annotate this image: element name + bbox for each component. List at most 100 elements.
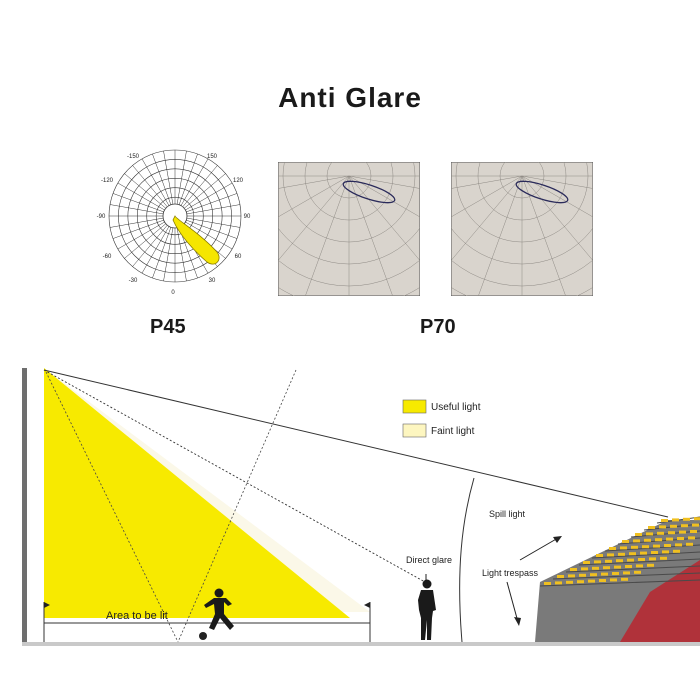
polar-spoke bbox=[163, 150, 174, 205]
stadium-seat bbox=[662, 550, 669, 554]
light-trespass-label: Light trespass bbox=[482, 568, 539, 578]
polar-spoke bbox=[185, 182, 233, 211]
light-pole bbox=[22, 368, 27, 646]
stadium-seat bbox=[579, 573, 586, 577]
stadium-seat bbox=[583, 561, 590, 564]
grid-lines bbox=[278, 162, 420, 296]
stadium-seat bbox=[596, 554, 603, 557]
stand-row-line bbox=[604, 544, 700, 552]
grid-radial bbox=[348, 175, 393, 296]
stadium-seat bbox=[544, 582, 551, 585]
stadium-seat bbox=[618, 552, 625, 556]
angle-label-30: 30 bbox=[209, 278, 216, 284]
stadium-seat bbox=[629, 552, 636, 556]
stadium-seat bbox=[610, 578, 617, 582]
polar-spoke bbox=[109, 204, 164, 215]
polar-spoke bbox=[124, 173, 166, 209]
spill-light-label: Spill light bbox=[489, 509, 526, 519]
polar-spoke bbox=[132, 165, 168, 207]
grid-radial bbox=[278, 175, 350, 218]
stadium-seat bbox=[634, 570, 641, 574]
stadium-seat bbox=[655, 538, 662, 542]
stadium-seat bbox=[642, 545, 649, 549]
stadium-seat bbox=[681, 524, 688, 528]
polar-spoke bbox=[184, 173, 226, 209]
p70-polar-grid-left bbox=[278, 162, 420, 296]
grid-radial bbox=[348, 175, 420, 218]
grid-beam-ellipse bbox=[342, 180, 396, 204]
angle-label-0: 0 bbox=[171, 290, 175, 296]
stadium-seat bbox=[605, 559, 612, 563]
grid-lines bbox=[451, 162, 593, 296]
legend-label-faint: Faint light bbox=[431, 426, 475, 437]
stadium-seat bbox=[627, 558, 634, 562]
stadium-seat bbox=[622, 540, 629, 543]
polar-spoke bbox=[141, 158, 170, 206]
polar-spoke bbox=[117, 221, 165, 250]
stadium-seat bbox=[636, 564, 643, 568]
stadium-seat bbox=[607, 553, 614, 557]
stadium-seat bbox=[594, 560, 601, 564]
stadium-stands bbox=[535, 516, 700, 642]
glare-dotted-line bbox=[43, 369, 426, 583]
stadium-seat bbox=[644, 538, 651, 542]
stadium-seat bbox=[590, 573, 597, 577]
stand-row-line bbox=[578, 558, 700, 566]
legend-swatch-useful bbox=[402, 399, 427, 414]
stadium-seat bbox=[592, 566, 599, 570]
stadium-seat bbox=[657, 531, 664, 535]
grid-radial bbox=[521, 175, 593, 189]
spill-arrow bbox=[519, 537, 559, 561]
area-flag-right bbox=[364, 602, 370, 608]
stadium-seat bbox=[673, 549, 680, 553]
polar-spoke bbox=[152, 153, 172, 205]
stadium-seat bbox=[653, 544, 660, 548]
stadium-seat bbox=[692, 523, 699, 527]
angle-label-120: 120 bbox=[233, 178, 244, 184]
stadium-seat bbox=[688, 536, 695, 540]
grid-radial bbox=[521, 175, 566, 296]
angle-label-60: 60 bbox=[235, 254, 242, 260]
stadium-seat bbox=[646, 532, 653, 536]
polar-spoke bbox=[186, 204, 241, 215]
stadium-seat bbox=[648, 526, 655, 529]
polar-spoke bbox=[152, 227, 172, 279]
stadium-seat bbox=[603, 566, 610, 570]
polar-spoke bbox=[186, 219, 238, 239]
grid-radial bbox=[521, 175, 593, 262]
polar-spoke bbox=[176, 150, 187, 205]
polar-spoke bbox=[124, 223, 166, 259]
stadium-seat bbox=[621, 577, 628, 581]
stadium-seat bbox=[638, 558, 645, 561]
grid-beam-ellipse bbox=[515, 180, 569, 204]
page-title: Anti Glare bbox=[278, 82, 422, 113]
stadium-seat bbox=[557, 575, 564, 578]
soccer-player-silhouette bbox=[199, 588, 234, 640]
useful-light-area bbox=[44, 368, 350, 618]
stadium-seat bbox=[623, 571, 630, 575]
stadium-seat bbox=[640, 551, 647, 555]
angle-label-150: 150 bbox=[207, 154, 218, 160]
stadium-seat bbox=[601, 572, 608, 576]
grid-radial bbox=[451, 175, 523, 218]
polar-spoke bbox=[112, 219, 164, 239]
polar-spoke bbox=[117, 182, 165, 211]
stadium-seat bbox=[666, 537, 673, 541]
p70-polar-grid-right bbox=[451, 162, 593, 296]
polar-spoke bbox=[109, 217, 164, 228]
angle-label-neg90: -90 bbox=[97, 214, 106, 220]
stadium-seat bbox=[635, 533, 642, 536]
stadium-seat bbox=[649, 557, 656, 561]
direct-glare-label: Direct glare bbox=[406, 555, 452, 565]
stadium-seat bbox=[694, 517, 700, 521]
polar-spoke bbox=[112, 193, 164, 213]
stadium-seat bbox=[659, 525, 666, 529]
stadium-seat bbox=[675, 543, 682, 547]
stadium-seat bbox=[612, 572, 619, 575]
stadium-seat bbox=[614, 565, 621, 569]
polar-spoke bbox=[185, 221, 233, 250]
stadium-seat bbox=[683, 517, 690, 521]
trespass-arrow-head bbox=[514, 617, 521, 626]
stadium-seat bbox=[677, 537, 684, 540]
grid-radial bbox=[451, 175, 523, 262]
